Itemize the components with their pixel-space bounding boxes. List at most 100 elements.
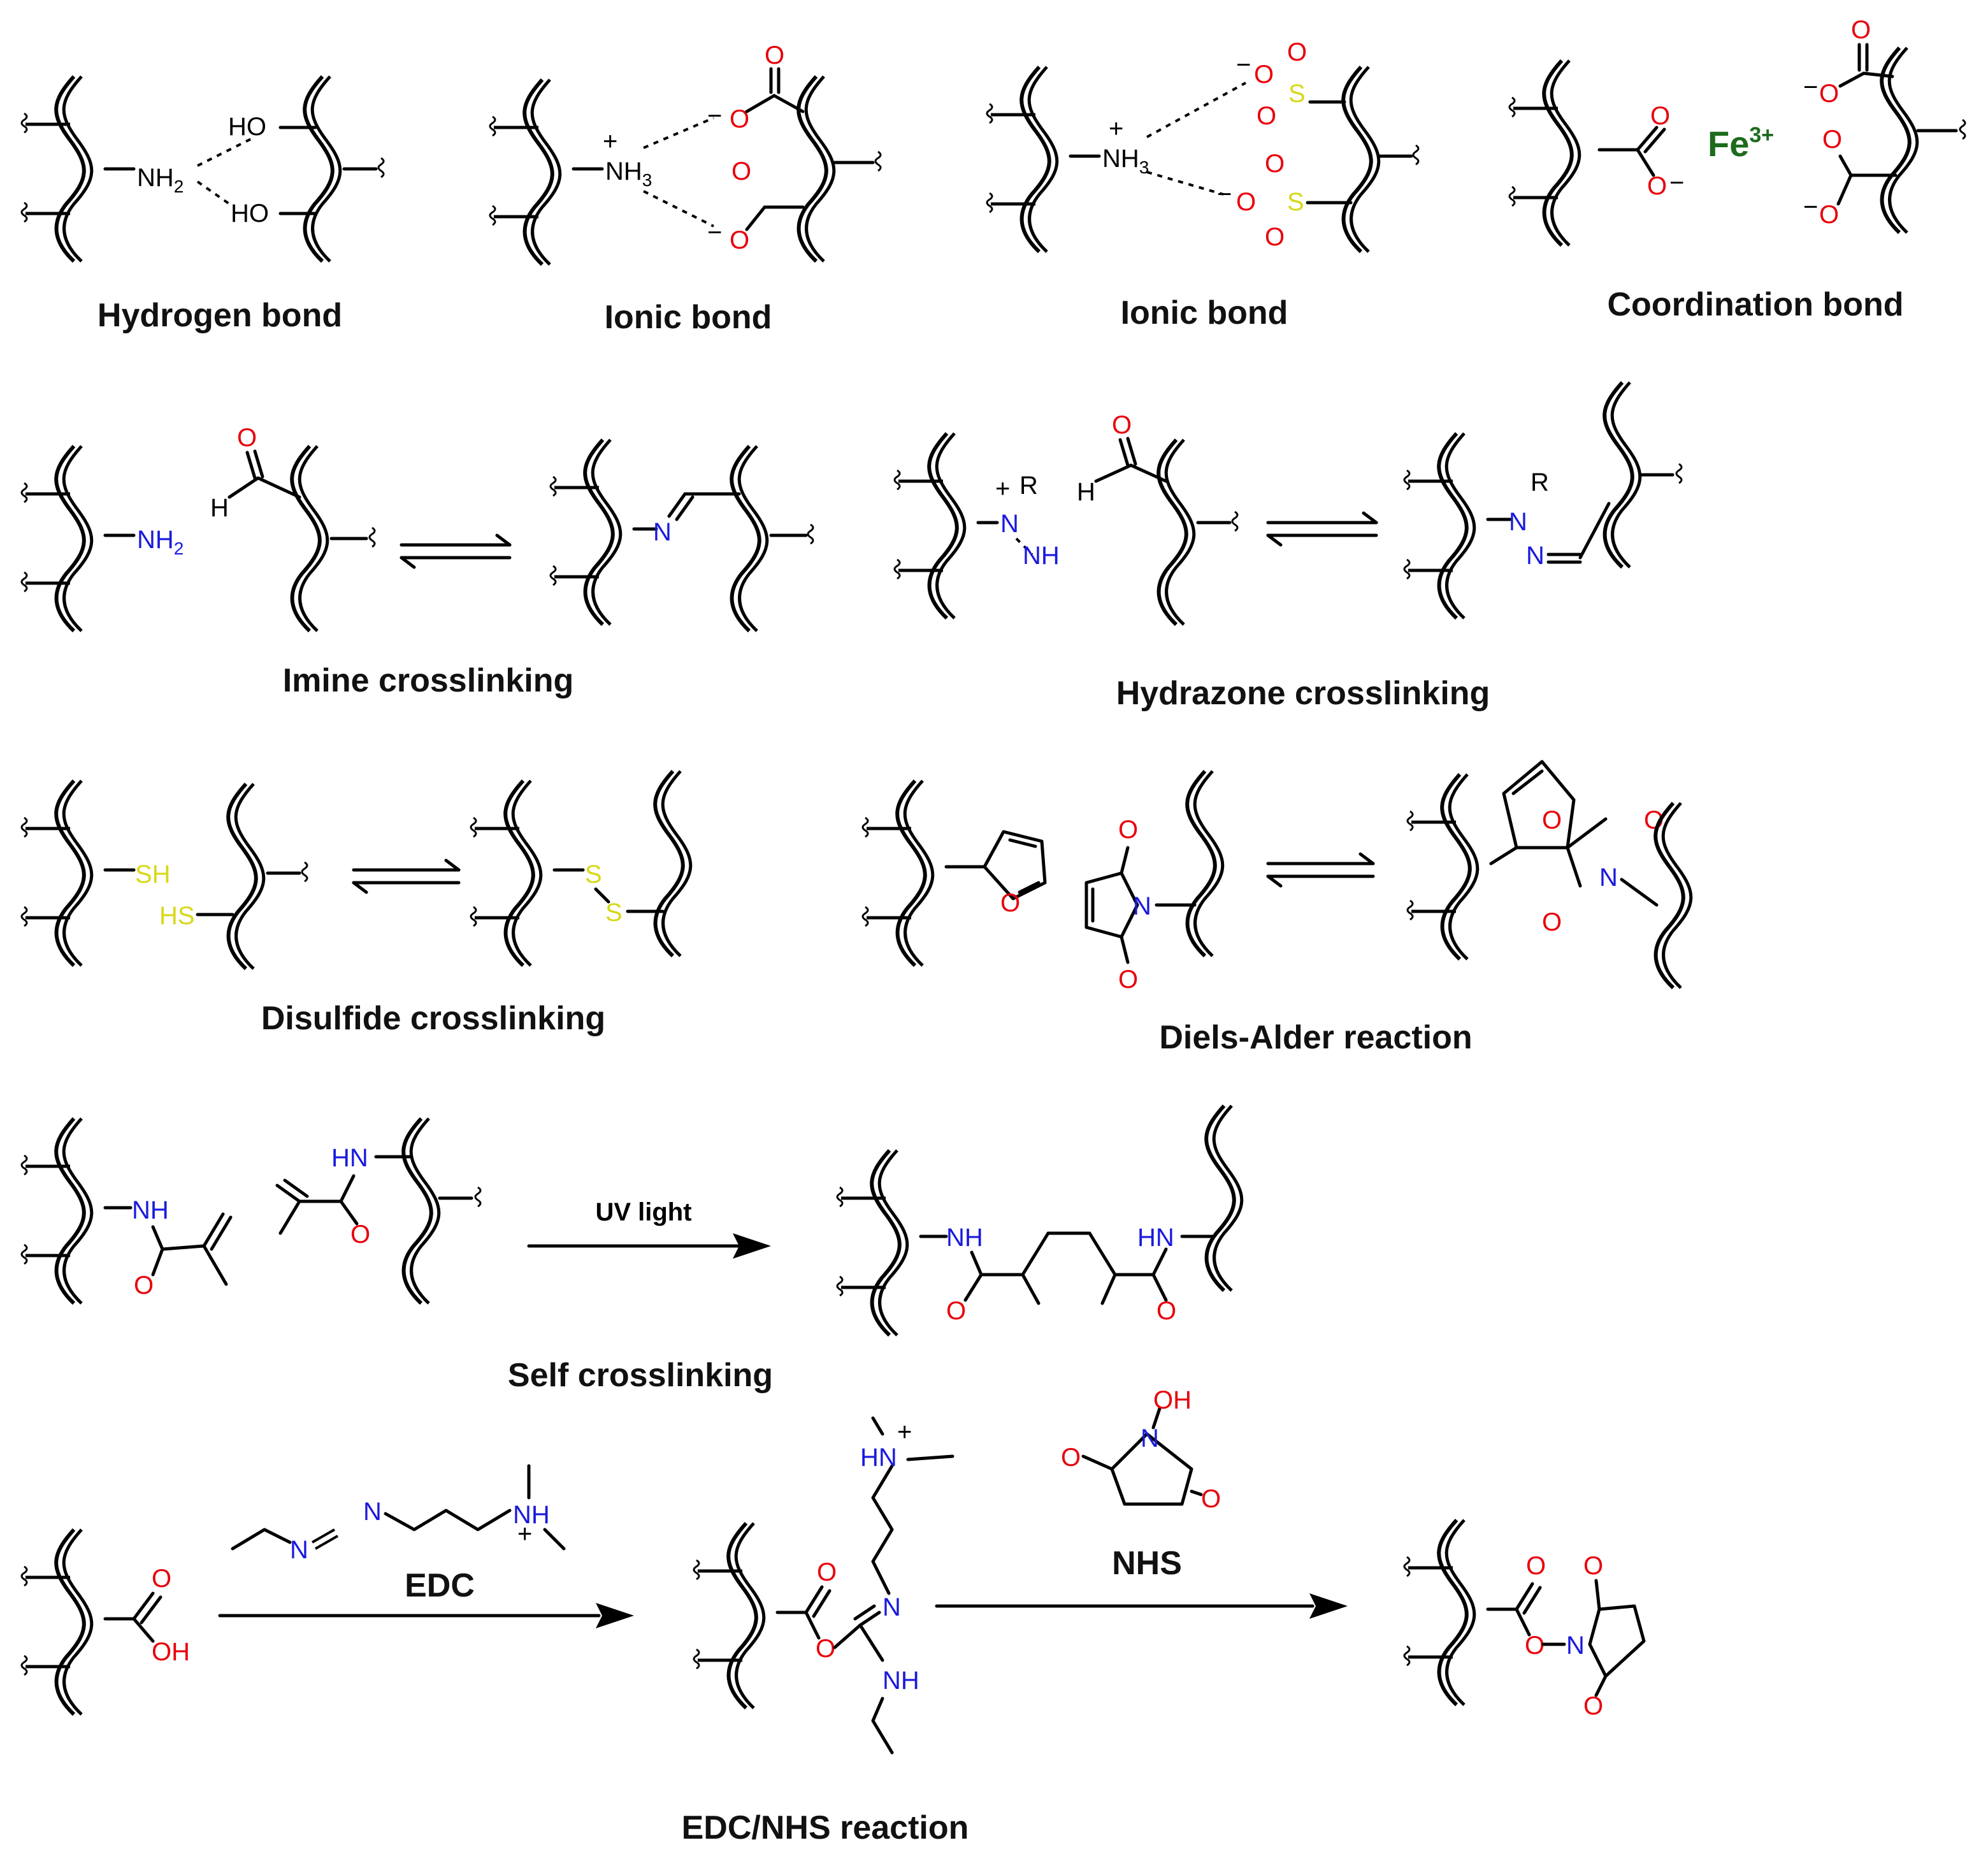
- minus-charge: −: [1217, 180, 1232, 208]
- caption-diels-alder: Diels-Alder reaction: [1159, 1019, 1472, 1056]
- hydrazine-nh: NH: [1023, 542, 1060, 570]
- sulfonate-o: O: [1254, 61, 1274, 89]
- hydroxyl-label-2: HO: [231, 199, 269, 228]
- nhs-ester-o2: O: [1525, 1632, 1545, 1660]
- plus-charge: +: [897, 1418, 912, 1446]
- plus-charge: +: [603, 127, 617, 156]
- amide-o: O: [350, 1220, 370, 1249]
- carboxylate-o: O: [730, 226, 749, 254]
- sulfur-1: S: [1288, 80, 1306, 108]
- bridge-o: O: [1542, 806, 1562, 834]
- amine-label: NH2: [137, 526, 184, 558]
- aldehyde-o: O: [1112, 411, 1132, 439]
- caption-hydrazone: Hydrazone crosslinking: [1116, 675, 1490, 712]
- caption-coordination-bond: Coordination bond: [1607, 286, 1903, 323]
- nh-text: NH: [1102, 145, 1139, 173]
- plus-charge: +: [1109, 115, 1123, 143]
- carbonyl-o: O: [1650, 102, 1670, 130]
- carboxylate-o: O: [1819, 201, 1839, 229]
- minus-charge: −: [1803, 73, 1818, 101]
- imide-n: N: [1599, 864, 1618, 892]
- furan-o: O: [1000, 889, 1020, 917]
- succinimide-n: N: [1566, 1632, 1585, 1660]
- amide-nh: NH: [946, 1224, 983, 1252]
- minus-charge: −: [1803, 193, 1818, 221]
- nh-text: NH: [137, 164, 174, 192]
- edc-n2: N: [363, 1498, 382, 1526]
- ionic-bond-scheme-2: + NH3 − O S O O − O S O O: [987, 38, 1420, 252]
- hydrazone-scheme: + N R NH O H N R N: [895, 382, 1683, 625]
- subscript: 3: [1139, 157, 1149, 177]
- caption-ionic-bond-2: Ionic bond: [1121, 294, 1288, 331]
- thiol-sh: SH: [135, 860, 171, 888]
- ester-o: O: [817, 1558, 837, 1586]
- subscript: 3: [642, 170, 652, 190]
- sulfonate-o: O: [1287, 38, 1307, 66]
- iron-symbol: Fe: [1708, 124, 1749, 164]
- coordination-bond-scheme: O O − Fe3+ − O O O O −: [1509, 16, 1966, 245]
- r-group: R: [1531, 468, 1549, 496]
- acid-o: O: [152, 1565, 171, 1593]
- hydrazine-n: N: [1000, 510, 1019, 538]
- carbonyl-o: O: [765, 41, 784, 69]
- imide-o2: O: [1542, 908, 1562, 936]
- maleimide-o1: O: [1118, 816, 1138, 844]
- ester-o2: O: [816, 1635, 835, 1663]
- plus-charge: +: [517, 1520, 532, 1548]
- minus-charge: −: [1669, 169, 1684, 197]
- amide-o: O: [1156, 1297, 1176, 1325]
- diels-alder-scheme: O O O N O O O N: [863, 760, 1691, 994]
- nhs-oh: OH: [1153, 1386, 1192, 1414]
- aldehyde-h: H: [1077, 478, 1095, 506]
- ionic-bond-scheme-1: + NH3 − O O − O O: [490, 41, 882, 264]
- maleimide-o2: O: [1118, 966, 1138, 994]
- carbonyl-o: O: [1822, 126, 1842, 154]
- carbonyl-o: O: [1851, 16, 1871, 44]
- caption-disulfide: Disulfide crosslinking: [261, 1000, 605, 1037]
- sulfonate-o: O: [1257, 102, 1276, 130]
- caption-ionic-bond-1: Ionic bond: [605, 299, 772, 336]
- disulfide-s2: S: [605, 899, 623, 927]
- amide-o: O: [946, 1297, 966, 1325]
- carboxylate-o: O: [730, 105, 749, 133]
- amide-hn: HN: [1137, 1224, 1174, 1252]
- ammonium-label: NH3: [1102, 145, 1149, 177]
- nhs-o1: O: [1061, 1444, 1081, 1472]
- nhs-label: NHS: [1112, 1545, 1182, 1582]
- isourea-nh: NH: [882, 1667, 919, 1695]
- amide-nh: NH: [132, 1196, 169, 1224]
- hydroxyl-label-1: HO: [228, 113, 266, 141]
- amide-hn: HN: [331, 1144, 368, 1172]
- subscript: 2: [174, 539, 184, 558]
- edc-n1: N: [290, 1536, 308, 1564]
- imine-scheme: NH2 O H N: [22, 424, 814, 631]
- iron-ion: Fe3+: [1708, 123, 1774, 164]
- sulfonate-o: O: [1265, 150, 1285, 178]
- amine-hn: HN: [860, 1444, 897, 1472]
- sulfonate-o: O: [1236, 188, 1256, 216]
- thiol-hs: HS: [159, 902, 195, 930]
- nhs-o2: O: [1201, 1485, 1221, 1513]
- maleimide-n: N: [1133, 892, 1151, 920]
- edc-label: EDC: [405, 1567, 475, 1604]
- caption-self-crosslinking: Self crosslinking: [508, 1357, 773, 1394]
- amide-o: O: [134, 1271, 154, 1300]
- hydrazone-n: N: [1509, 508, 1527, 536]
- acid-oh: OH: [152, 1638, 190, 1666]
- edc-nhs-scheme: O OH N N N NH + EDC O O N NH HN +: [22, 1386, 1646, 1755]
- aldehyde-h: H: [210, 494, 229, 522]
- hydrazone-n2: N: [1526, 542, 1545, 570]
- disulfide-s1: S: [585, 860, 602, 888]
- caption-hydrogen-bond: Hydrogen bond: [97, 297, 342, 334]
- minus-charge: −: [1236, 51, 1251, 79]
- caption-edc-nhs: EDC/NHS reaction: [682, 1809, 969, 1846]
- disulfide-scheme: SH HS S S: [22, 771, 691, 969]
- carboxylate-o: O: [1647, 172, 1667, 200]
- sulfonate-o: O: [1265, 223, 1285, 251]
- minus-charge: −: [707, 102, 722, 130]
- uv-light-label: UV light: [595, 1198, 691, 1226]
- ammonium-label: NH3: [605, 157, 652, 190]
- carbonyl-o: O: [731, 157, 751, 185]
- carboxylate-o: O: [1819, 80, 1839, 108]
